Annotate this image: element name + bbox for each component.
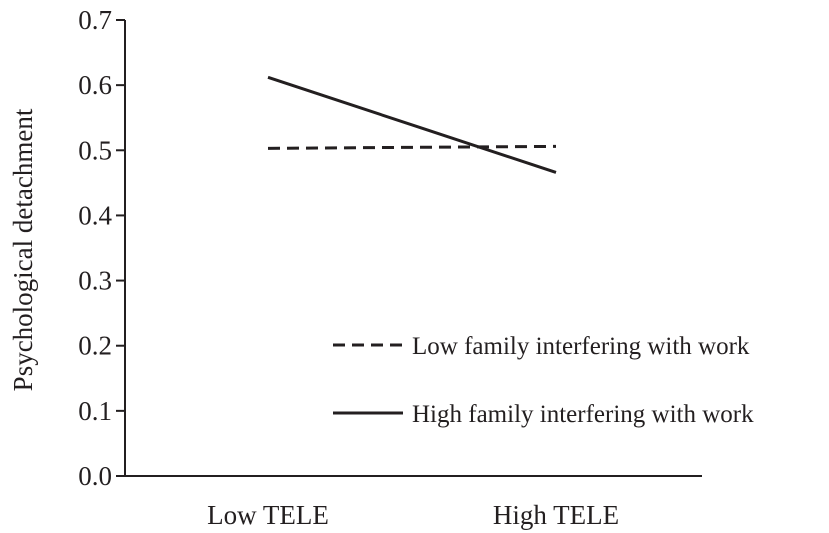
y-axis-title: Psychological detachment <box>8 108 38 391</box>
x-tick-label: Low TELE <box>207 500 329 530</box>
y-tick-label: 0.4 <box>78 200 112 230</box>
series-line-high-fiw <box>267 75 557 174</box>
series-line-low-fiw <box>267 144 557 150</box>
y-tick-label: 0.6 <box>78 70 112 100</box>
series-lines <box>267 75 557 174</box>
y-axis-ticks: 0.0 0.1 0.2 0.3 0.4 0.5 0.6 0.7 <box>78 5 125 491</box>
x-tick-label: High TELE <box>493 500 619 530</box>
y-tick-label: 0.5 <box>78 135 112 165</box>
legend-label: Low family interfering with work <box>412 333 750 360</box>
y-tick-label: 0.3 <box>78 266 112 296</box>
y-tick-label: 0.1 <box>78 396 112 426</box>
y-tick-label: 0.7 <box>78 5 112 35</box>
y-tick-label: 0.2 <box>78 331 112 361</box>
x-axis-labels: Low TELE High TELE <box>207 500 619 530</box>
y-tick-label: 0.0 <box>78 461 112 491</box>
legend-label: High family interfering with work <box>412 401 754 428</box>
